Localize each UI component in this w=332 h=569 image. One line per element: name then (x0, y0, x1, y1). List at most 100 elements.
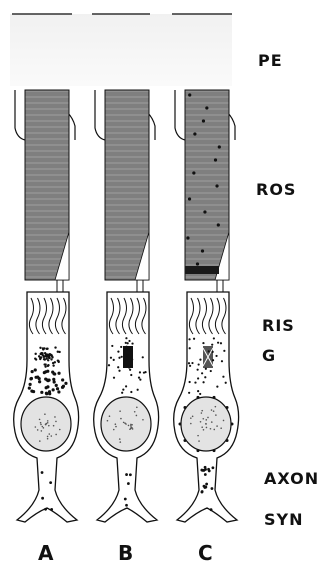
label-dot (215, 184, 218, 187)
rod-outer-segment (105, 90, 149, 280)
granule (57, 372, 60, 375)
chromatin-dot (47, 436, 49, 438)
rod-outer-segment (185, 90, 229, 280)
chromatin-dot (220, 427, 222, 429)
granule (137, 389, 139, 391)
granule (210, 370, 212, 372)
granule (189, 365, 191, 367)
granule (213, 337, 215, 339)
layer-label-syn: SYN (264, 510, 304, 529)
chromatin-dot (54, 416, 56, 418)
granule (199, 359, 201, 361)
axon-dot (201, 491, 204, 494)
granule (45, 392, 48, 395)
granule (32, 390, 35, 393)
chromatin-dot (59, 429, 61, 431)
chromatin-dot (55, 421, 57, 423)
cilium-stalk (137, 280, 143, 292)
granule (127, 342, 129, 344)
granule (220, 342, 222, 344)
chromatin-dot (200, 421, 202, 423)
golgi-granule (34, 353, 36, 355)
label-dot (183, 439, 186, 442)
label-dot (193, 132, 196, 135)
axon-dot (44, 508, 47, 511)
chromatin-dot (202, 418, 204, 420)
chromatin-dot (211, 421, 213, 423)
chromatin-dot (42, 426, 44, 428)
label-dot (179, 423, 182, 426)
granule (38, 380, 41, 383)
chromatin-dot (201, 412, 203, 414)
granule (205, 368, 207, 370)
granule (131, 342, 133, 344)
granule (122, 389, 124, 391)
granule (144, 371, 146, 373)
label-dot (214, 158, 217, 161)
axon-dot (125, 504, 128, 507)
granule (29, 383, 32, 386)
granule (34, 368, 37, 371)
golgi-granule (34, 357, 36, 359)
label-dot (196, 396, 199, 399)
chromatin-dot (130, 424, 132, 426)
granule (46, 385, 49, 388)
chromatin-dot (134, 411, 136, 413)
chromatin-dot (132, 428, 134, 430)
cell-b (94, 90, 159, 522)
label-dot (226, 439, 229, 442)
label-dot (205, 106, 208, 109)
granule (118, 370, 120, 372)
granule (40, 391, 43, 394)
granule (130, 374, 132, 376)
axon-dot (124, 498, 127, 501)
granule (117, 351, 119, 353)
chromatin-dot (223, 420, 225, 422)
layer-label-axon: AXON (264, 469, 319, 488)
axon-dot (200, 469, 203, 472)
granule (204, 376, 206, 378)
granule (212, 351, 214, 353)
golgi-granule (43, 355, 45, 357)
chromatin-dot (213, 429, 215, 431)
rod-outer-segment (25, 90, 69, 280)
label-dot (202, 119, 205, 122)
granule (188, 392, 190, 394)
granule (198, 363, 200, 365)
layer-label-g: G (262, 346, 276, 365)
granule (31, 370, 34, 373)
pigment-epithelium-layer (10, 14, 232, 86)
chromatin-dot (215, 414, 217, 416)
granule (125, 385, 127, 387)
chromatin-dot (47, 420, 49, 422)
golgi-granule (47, 353, 49, 355)
granule (57, 390, 60, 393)
granule (202, 342, 204, 344)
chromatin-dot (142, 419, 144, 421)
chromatin-dot (130, 425, 132, 427)
golgi-granule (58, 361, 60, 363)
chromatin-dot (213, 410, 215, 412)
granule (217, 342, 219, 344)
granule (52, 378, 55, 381)
granule (199, 393, 201, 395)
label-dot (217, 223, 220, 226)
cilium-stalk (217, 280, 223, 292)
layer-label-pe: PE (258, 51, 283, 70)
axon-dot (41, 471, 44, 474)
chromatin-dot (35, 426, 37, 428)
chromatin-dot (124, 422, 126, 424)
golgi-granule (57, 351, 59, 353)
label-dot (188, 93, 191, 96)
chromatin-dot (205, 423, 207, 425)
golgi-apparatus (123, 346, 133, 368)
chromatin-dot (40, 422, 42, 424)
granule (142, 356, 144, 358)
chromatin-dot (51, 435, 53, 437)
granule (225, 382, 227, 384)
label-dot (213, 396, 216, 399)
chromatin-dot (48, 425, 50, 427)
chromatin-dot (115, 426, 117, 428)
granule (188, 362, 190, 364)
granule (188, 338, 190, 340)
